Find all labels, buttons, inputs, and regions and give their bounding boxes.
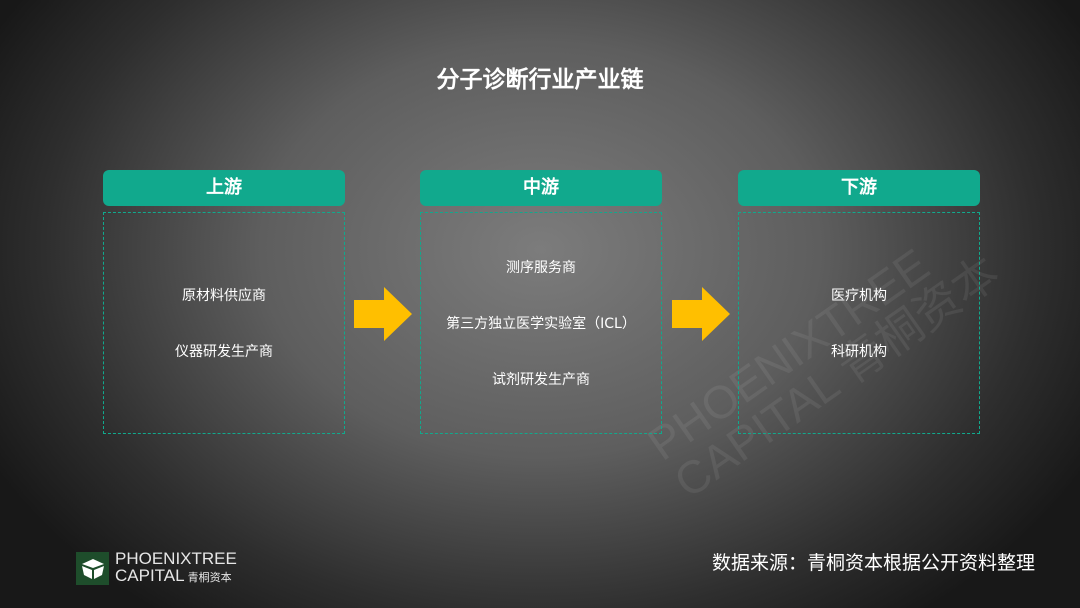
column-upstream: 上游 原材料供应商 仪器研发生产商: [103, 170, 345, 434]
page-title: 分子诊断行业产业链: [436, 67, 644, 93]
column-box: 测序服务商 第三方独立医学实验室（ICL） 试剂研发生产商: [420, 212, 662, 434]
column-downstream: 下游 医疗机构 科研机构: [738, 170, 980, 434]
column-box: 医疗机构 科研机构: [738, 212, 980, 434]
list-item: 科研机构: [831, 344, 887, 360]
list-item: 第三方独立医学实验室（ICL）: [446, 316, 636, 332]
logo-cn: 青桐资本: [187, 572, 232, 584]
list-item: 试剂研发生产商: [492, 372, 590, 388]
list-item: 医疗机构: [831, 288, 887, 304]
column-header: 下游: [738, 170, 980, 206]
source-note: 数据来源：青桐资本根据公开资料整理: [711, 552, 1035, 574]
arrow-right-icon: [672, 287, 730, 341]
logo-cube-icon: [76, 552, 109, 585]
list-item: 测序服务商: [506, 260, 576, 276]
logo-line1: PHOENIXTREE: [115, 549, 237, 568]
column-header: 中游: [420, 170, 662, 206]
list-item: 原材料供应商: [182, 288, 266, 304]
list-item: 仪器研发生产商: [175, 344, 273, 360]
logo-line2: CAPITAL: [115, 566, 185, 585]
column-header: 上游: [103, 170, 345, 206]
column-box: 原材料供应商 仪器研发生产商: [103, 212, 345, 434]
column-midstream: 中游 测序服务商 第三方独立医学实验室（ICL） 试剂研发生产商: [420, 170, 662, 434]
arrow-right-icon: [354, 287, 412, 341]
